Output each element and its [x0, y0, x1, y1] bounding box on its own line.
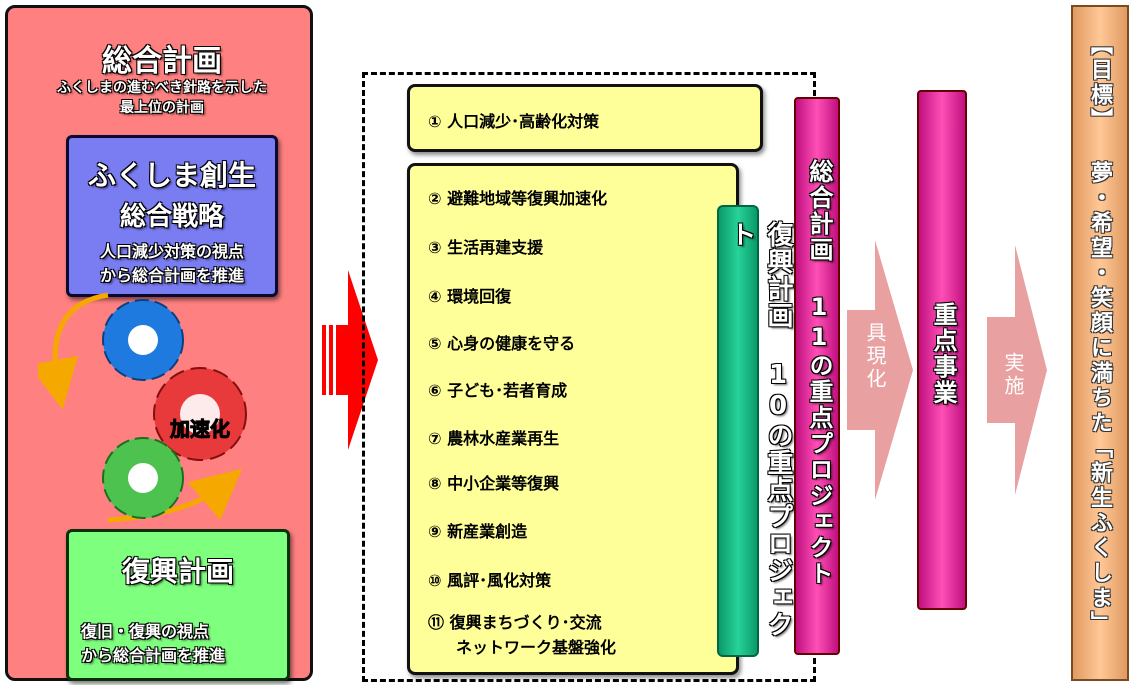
- reconstruction-10-projects-bar: 復興計画 10の重点プロジェクト: [717, 205, 793, 657]
- project-item: ⑩ 風評･風化対策: [428, 571, 552, 590]
- implement-arrow-icon: [987, 245, 1047, 495]
- embody-arrow-icon: [847, 240, 913, 500]
- key-projects-label: 重点事業: [929, 302, 957, 406]
- strategy-title-line1: ふくしま創生: [87, 159, 256, 192]
- project-item: ⑧ 中小企業等復興: [428, 474, 560, 493]
- reconstruction-plan-subtitle: 復旧・復興の視点 から総合計画を推進: [81, 620, 287, 668]
- big-red-arrow-icon: [322, 270, 378, 450]
- reconstruction-projects-box: ② 避難地域等復興加速化 ③ 生活再建支援 ④ 環境回復 ⑤ 心身の健康を守る …: [407, 163, 739, 675]
- embody-label: 具現化: [863, 322, 887, 391]
- key-projects-bar: 重点事業: [917, 90, 967, 610]
- plan-11-projects-label: 総合計画 11の重点プロジェクト: [805, 159, 833, 587]
- red-gear-icon: [153, 367, 247, 461]
- gears-diagram: 加速化: [38, 292, 247, 523]
- plan-11-projects-bar: 総合計画 11の重点プロジェクト: [794, 97, 840, 655]
- fukushima-strategy-box: ふくしま創生 総合戦略 人口減少対策の視点 から総合計画を推進: [66, 135, 278, 297]
- project-item: ④ 環境回復: [428, 287, 512, 306]
- project-item: ⑤ 心身の健康を守る: [428, 334, 576, 353]
- project-item: ⑨ 新産業創造: [428, 522, 528, 541]
- project-item: ⑥ 子ども･若者育成: [428, 381, 568, 400]
- blue-gear-icon: [102, 299, 184, 381]
- subtitle-line1: ふくしまの進むべき針路を示した: [57, 80, 267, 96]
- subtitle-line2: 最上位の計画: [120, 100, 204, 116]
- reconstruction-plan-title: 復興計画: [121, 555, 234, 588]
- comprehensive-plan-title: 総合計画: [102, 44, 222, 79]
- recon-sub-line2: から総合計画を推進: [81, 646, 226, 665]
- project-item: ① 人口減少･高齢化対策: [428, 112, 600, 131]
- project-item: ② 避難地域等復興加速化: [428, 189, 608, 208]
- recon-sub-line1: 復旧・復興の視点: [81, 622, 210, 641]
- project-item: ネットワーク基盤強化: [456, 638, 617, 657]
- project-item: ⑪ 復興まちづくり･交流: [428, 613, 602, 632]
- project-item: ⑦ 農林水産業再生: [428, 429, 560, 448]
- reconstruction-plan-box: 復興計画 復旧・復興の視点 から総合計画を推進: [66, 529, 290, 681]
- strategy-title-line2: 総合戦略: [119, 202, 224, 232]
- accel-label: 加速化: [169, 417, 230, 441]
- implement-label: 実施: [1001, 352, 1025, 398]
- goal-bar: 【目標】 夢・希望・笑顔に満ちた「新生ふくしま」: [1071, 5, 1129, 681]
- project-item: ③ 生活再建支援: [428, 238, 544, 257]
- strategy-sub-line1: 人口減少対策の視点: [99, 242, 244, 261]
- cycle-arrow-icon: [38, 292, 109, 410]
- comprehensive-plan-subtitle: ふくしまの進むべき針路を示した 最上位の計画: [8, 78, 316, 118]
- green-gear-icon: [102, 437, 184, 519]
- cycle-arrow-icon: [107, 468, 242, 523]
- comprehensive-plan-panel: 総合計画 ふくしまの進むべき針路を示した 最上位の計画 ふくしま創生 総合戦略 …: [5, 5, 313, 681]
- strategy-subtitle: 人口減少対策の視点 から総合計画を推進: [69, 240, 275, 288]
- strategy-sub-line2: から総合計画を推進: [99, 266, 244, 285]
- goal-label: 【目標】 夢・希望・笑顔に満ちた「新生ふくしま」: [1087, 33, 1112, 636]
- reconstruction-10-projects-label: 復興計画 10の重点プロジェクト: [726, 221, 793, 638]
- top-project-box: ① 人口減少･高齢化対策: [407, 84, 763, 152]
